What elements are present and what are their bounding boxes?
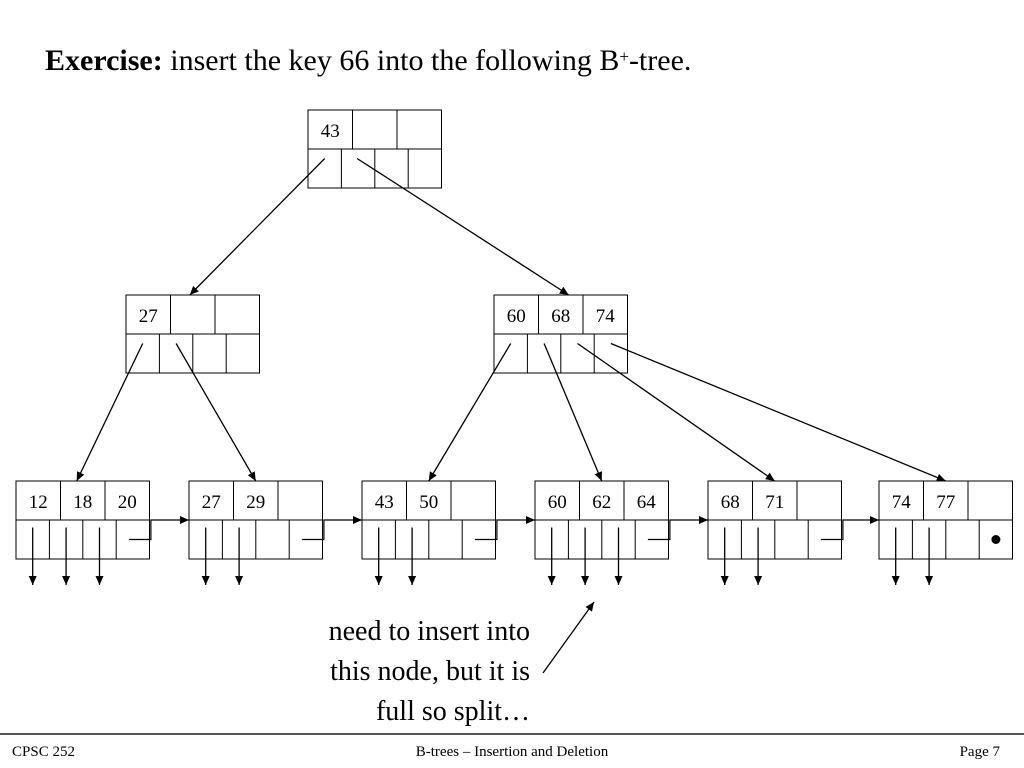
leaf-node: 74 77	[878, 480, 1013, 560]
leaf-node: 68 71	[707, 480, 842, 560]
root-node: 43	[307, 109, 442, 189]
internal-child-pointer-arrow	[428, 343, 512, 482]
internal-child-pointer-arrow	[610, 342, 946, 482]
next-leaf-pointer-arrow	[647, 516, 708, 541]
leaf-key: 43	[375, 492, 394, 513]
internal-node: 60 68 74	[493, 294, 628, 374]
root-child-pointer-arrow	[356, 157, 570, 296]
leaf-key: 74	[892, 492, 912, 513]
next-leaf-pointer-arrow	[301, 516, 362, 541]
leaf-key: 12	[29, 492, 48, 513]
internal-child-pointer-arrow	[543, 343, 603, 482]
leaf-key: 71	[765, 492, 784, 513]
footer-page-number: Page 7	[959, 744, 1000, 760]
internal-child-pointer-arrow	[76, 343, 144, 482]
footer-topic: B-trees – Insertion and Deletion	[415, 744, 609, 760]
internal-child-pointer-arrow	[577, 342, 776, 482]
leaf-key: 77	[936, 492, 955, 513]
next-leaf-pointer-arrow	[474, 516, 535, 541]
leaf-key: 68	[721, 492, 740, 513]
title-text: insert the key 66 into the following B	[162, 44, 620, 77]
leaf-key: 62	[592, 492, 611, 513]
leaf-node: 43 50	[361, 480, 496, 560]
leaf-key: 60	[548, 492, 567, 513]
note-line: full so split…	[375, 696, 530, 727]
title-tail: -tree.	[628, 44, 692, 77]
note-line: need to insert into	[328, 616, 530, 647]
leaf-key: 27	[202, 492, 221, 513]
title-superscript: +	[619, 47, 629, 66]
footer-divider	[0, 733, 1024, 735]
leaf-key: 29	[246, 492, 265, 513]
internal-child-pointer-arrow	[175, 343, 257, 482]
leaf-key: 18	[73, 492, 92, 513]
root-key: 43	[321, 121, 340, 142]
internal-key: 60	[507, 306, 526, 327]
leaf-key: 50	[419, 492, 438, 513]
next-leaf-pointer-arrow	[128, 516, 189, 541]
leaf-node: 60 62 64	[534, 480, 669, 560]
null-pointer-dot	[991, 535, 1001, 544]
next-leaf-pointer-arrow	[820, 516, 879, 541]
slide-title: Exercise: insert the key 66 into the fol…	[45, 42, 691, 80]
annotation-note: need to insert into this node, but it is…	[260, 612, 530, 732]
internal-key: 68	[551, 306, 570, 327]
internal-node: 27	[125, 294, 260, 374]
footer-course: CPSC 252	[12, 744, 75, 760]
root-child-pointer-arrow	[189, 158, 326, 296]
note-line: this node, but it is	[330, 656, 530, 687]
internal-key: 74	[596, 306, 616, 327]
annotation-arrow	[542, 601, 595, 674]
leaf-node: 12 18 20	[15, 480, 150, 560]
leaf-key: 64	[637, 492, 657, 513]
leaf-key: 20	[118, 492, 137, 513]
title-exercise-label: Exercise:	[45, 44, 163, 77]
leaf-node: 27 29	[188, 480, 323, 560]
internal-key: 27	[139, 306, 158, 327]
